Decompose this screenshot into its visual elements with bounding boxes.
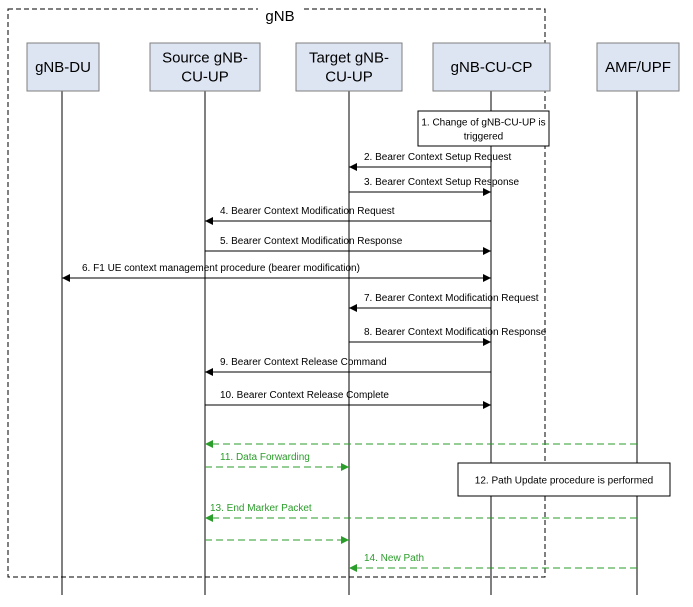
message-label-m9: 9. Bearer Context Release Command bbox=[220, 357, 387, 368]
entity-label-amf: AMF/UPF bbox=[605, 59, 671, 76]
entity-label-src: Source gNB- bbox=[162, 50, 248, 67]
entity-box-amf bbox=[596, 42, 680, 92]
entity-label-src: CU-UP bbox=[181, 69, 229, 86]
message-label-m10: 10. Bearer Context Release Complete bbox=[220, 390, 389, 401]
message-label-m7: 7. Bearer Context Modification Request bbox=[364, 293, 539, 304]
entity-box-tgt bbox=[295, 42, 403, 92]
message-label-m4: 4. Bearer Context Modification Request bbox=[220, 206, 395, 217]
entity-label-du: gNB-DU bbox=[35, 59, 91, 76]
message-label-m2: 2. Bearer Context Setup Request bbox=[364, 152, 512, 163]
entity-label-tgt: CU-UP bbox=[325, 69, 373, 86]
gnb-group-label: gNB bbox=[265, 8, 294, 25]
message-label-m11b: 11. Data Forwarding bbox=[220, 452, 310, 463]
message-label-m13a: 13. End Marker Packet bbox=[210, 503, 312, 514]
entity-box-cp bbox=[432, 42, 551, 92]
message-label-m8: 8. Bearer Context Modification Response bbox=[364, 327, 547, 338]
note-text-note12: 12. Path Update procedure is performed bbox=[475, 476, 653, 487]
message-label-m6: 6. F1 UE context management procedure (b… bbox=[82, 263, 360, 274]
note-text-note1: 1. Change of gNB-CU-UP is bbox=[421, 118, 545, 129]
entity-box-du bbox=[26, 42, 100, 92]
note-box-note1 bbox=[417, 110, 550, 147]
message-label-m5: 5. Bearer Context Modification Response bbox=[220, 236, 403, 247]
message-label-m14: 14. New Path bbox=[364, 553, 424, 564]
entity-box-src bbox=[149, 42, 261, 92]
entity-label-tgt: Target gNB- bbox=[309, 50, 389, 67]
entity-label-cp: gNB-CU-CP bbox=[451, 59, 533, 76]
note-text-note1: triggered bbox=[464, 132, 503, 143]
note-box-note12 bbox=[457, 462, 671, 497]
message-label-m3: 3. Bearer Context Setup Response bbox=[364, 177, 520, 188]
